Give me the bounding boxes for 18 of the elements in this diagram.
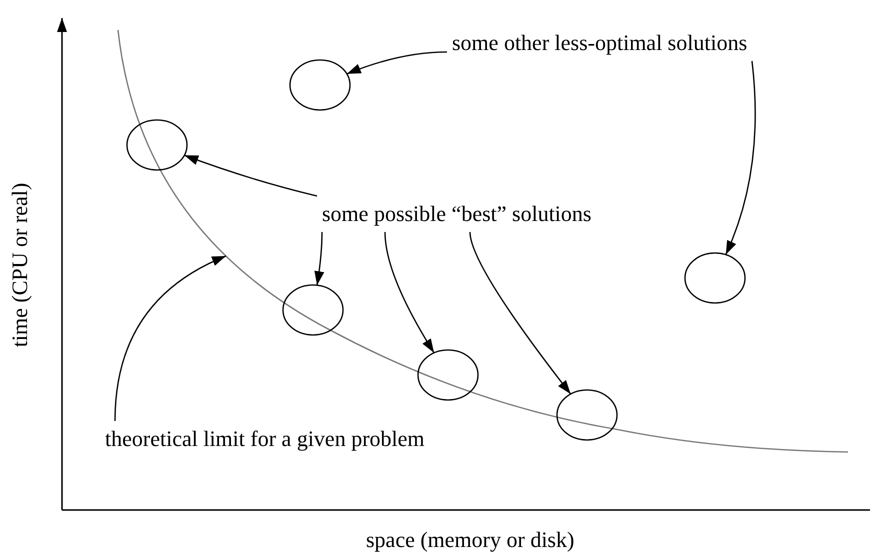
arrow [114,255,226,422]
solution-ellipse [417,349,479,401]
axis-label: space (memory or disk) [366,527,574,553]
callout-text: some other less-optimal solutions [452,30,748,56]
solution-ellipse [556,389,618,441]
arrow [384,232,435,354]
axis-label: time (CPU or real) [7,182,34,348]
arrow [725,60,756,255]
arrow [314,232,324,286]
callout-text: theoretical limit for a given problem [105,426,425,452]
solution-ellipse [282,284,344,336]
solution-ellipse [289,59,351,111]
arrow [469,232,572,394]
arrow [184,154,318,197]
callout-text: some possible “best” solutions [322,201,592,227]
arrow [346,51,448,75]
solution-ellipse [126,119,188,171]
solution-ellipse [684,252,746,304]
